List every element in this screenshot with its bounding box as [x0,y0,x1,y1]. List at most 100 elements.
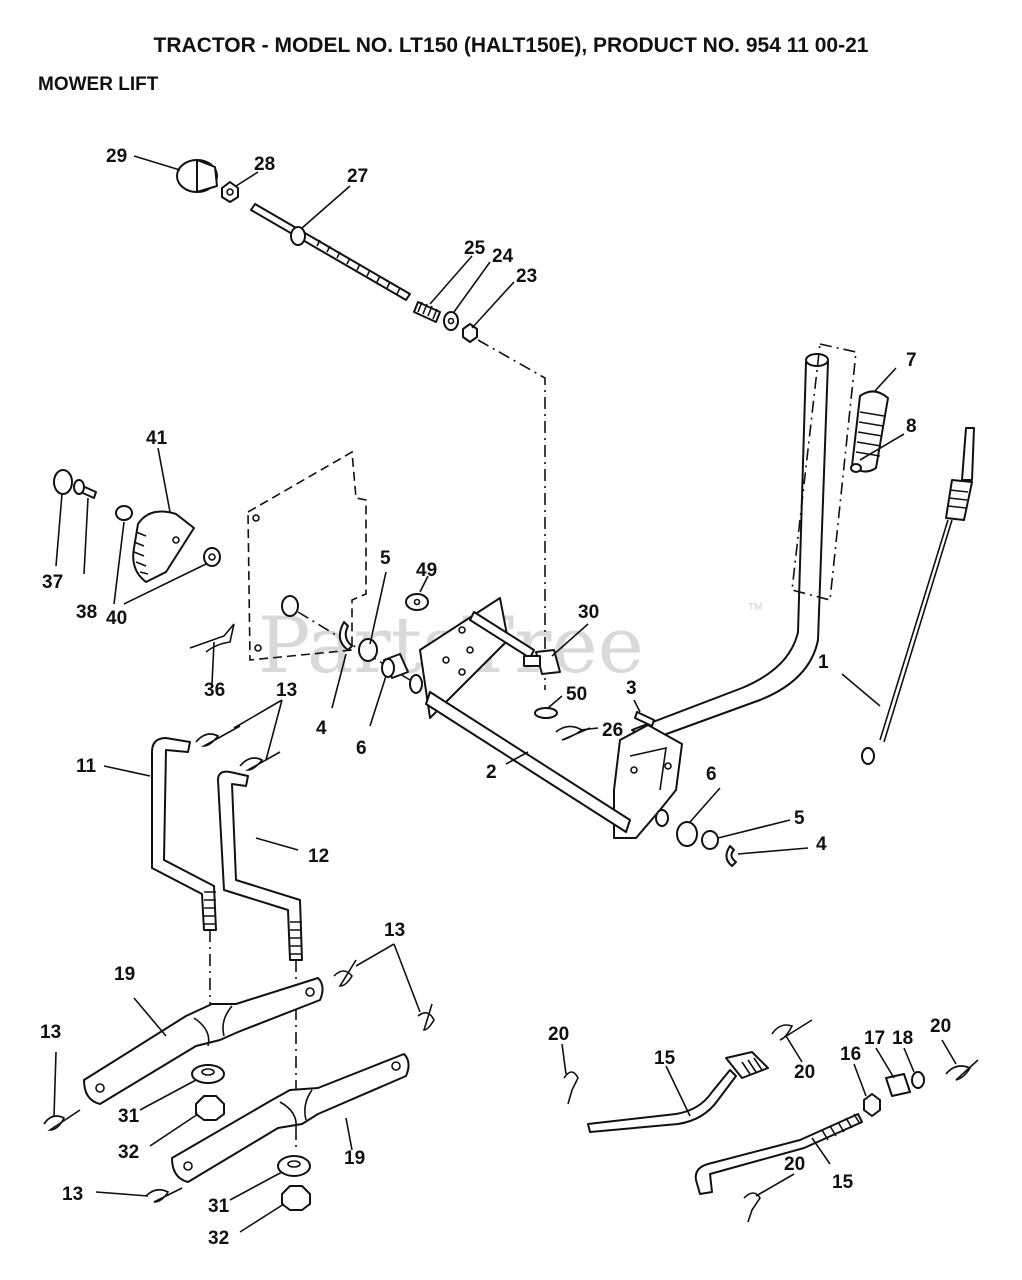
callout-28: 28 [254,154,275,175]
part-38-bolt [73,479,97,499]
pivot-alignment-line [297,611,411,681]
callout-30: 30 [578,602,599,623]
callout-31-upper: 31 [118,1106,140,1127]
callout-40: 40 [106,608,127,629]
part-40-washer-a [115,505,133,521]
callout-13-right: 13 [384,920,405,941]
callout-18: 18 [892,1028,913,1049]
callout-4-right: 4 [816,834,827,855]
callout-36: 36 [204,680,225,701]
part-12-lift-link [217,770,303,961]
leader-lines [53,155,957,1233]
callout-17: 17 [864,1028,885,1049]
part-13-hairpin-arm-right-a [333,959,357,987]
part-29-knob [176,159,218,193]
part-13-hairpin-arm-right-b [417,1003,435,1031]
callout-2: 2 [486,762,497,783]
callout-5-left: 5 [380,548,391,569]
part-28-nut [221,181,239,203]
callout-7: 7 [906,350,917,371]
callout-23: 23 [516,266,537,287]
callout-38: 38 [76,602,97,623]
part-13-hairpin-upper-b [239,751,281,771]
callout-8: 8 [906,416,917,437]
callout-20-left: 20 [548,1024,569,1045]
part-5-washer-right [701,830,719,850]
part-5-washer-left [358,638,378,662]
part-6-bushing-left [381,653,409,679]
part-40-washer-b [203,547,221,567]
part-4-snap-ring-right [725,845,737,867]
part-15-rod-lower [694,1113,863,1195]
part-41-adjust-knob [132,510,195,583]
part-37-clip-ring [53,469,73,495]
part-49-washer [405,593,429,611]
pivot-plate-panel [247,450,367,661]
part-7-hand-grip [851,390,889,473]
callout-3: 3 [626,678,637,699]
part-19-lift-arm-upper [83,977,324,1105]
section-title: MOWER LIFT [38,74,159,95]
callout-20-lower: 20 [784,1154,805,1175]
part-32-nut-lower [281,1185,311,1211]
callout-32-upper: 32 [118,1142,139,1163]
callout-26: 26 [602,720,623,741]
part-2-cross-shaft [409,674,631,833]
handle-extension-outline [791,343,857,602]
part-4-snap-ring-left [338,621,353,651]
part-13-hairpin-upper-a [195,725,241,747]
callout-12: 12 [308,846,329,867]
part-18-ferrule [911,1071,925,1089]
part-17-trunnion-block [885,1073,911,1097]
callout-50: 50 [566,684,587,705]
part-16-nut [863,1093,881,1117]
page-title: TRACTOR - MODEL NO. LT150 (HALT150E), PR… [153,34,869,57]
watermark-tm: TM [748,602,762,613]
callout-11: 11 [76,756,97,777]
callout-25: 25 [464,238,486,259]
callout-13-bottom: 13 [62,1184,83,1205]
callout-16: 16 [840,1044,861,1065]
callout-20-right: 20 [930,1016,951,1037]
part-27-threaded-rod [250,203,411,301]
part-pivot-bushing [281,595,299,617]
callout-15-upper: 15 [654,1048,676,1069]
callout-24: 24 [492,246,514,267]
part-19-lift-arm-lower [171,1053,410,1183]
callout-6-right: 6 [706,764,717,785]
callout-13-left: 13 [40,1022,61,1043]
part-13-hairpin-arm-left [43,1109,81,1131]
callout-32-lower: 32 [208,1228,229,1249]
part-8-grip-tip [850,463,862,473]
part-30-trunnion [523,649,561,675]
part-shaft-end-collar [655,809,669,827]
part-26-hairpin [555,725,591,741]
part-6-bushing-right [676,821,698,847]
callout-19-lower: 19 [344,1148,365,1169]
callout-29: 29 [106,146,127,167]
part-50-washer [534,707,558,719]
part-20-clip-right [945,1059,979,1081]
callout-4-left: 4 [316,718,327,739]
part-20-clip-left [563,1071,579,1105]
callout-6-left: 6 [356,738,367,759]
rod-alignment-line [477,339,546,690]
callout-37: 37 [42,572,63,593]
part-13-hairpin-bottom [145,1187,183,1203]
callout-labels: 29 28 27 25 24 23 7 8 41 37 38 40 5 49 3… [40,146,951,1249]
part-24-washer [443,311,459,331]
callout-13-upper: 13 [276,680,297,701]
callout-15-lower: 15 [832,1172,854,1193]
callout-41: 41 [146,428,168,449]
part-25-spring [413,301,441,323]
part-31-nut-lower [277,1155,311,1177]
callout-5-right: 5 [794,808,805,829]
part-20-clip-lower [743,1192,761,1223]
lift-handle-tube [613,353,829,839]
callout-20-upper: 20 [794,1062,815,1083]
callout-19-upper: 19 [114,964,135,985]
part-1-adjust-rod [861,427,975,765]
part-31-nut-upper [191,1064,225,1084]
part-3-pin [634,711,655,727]
